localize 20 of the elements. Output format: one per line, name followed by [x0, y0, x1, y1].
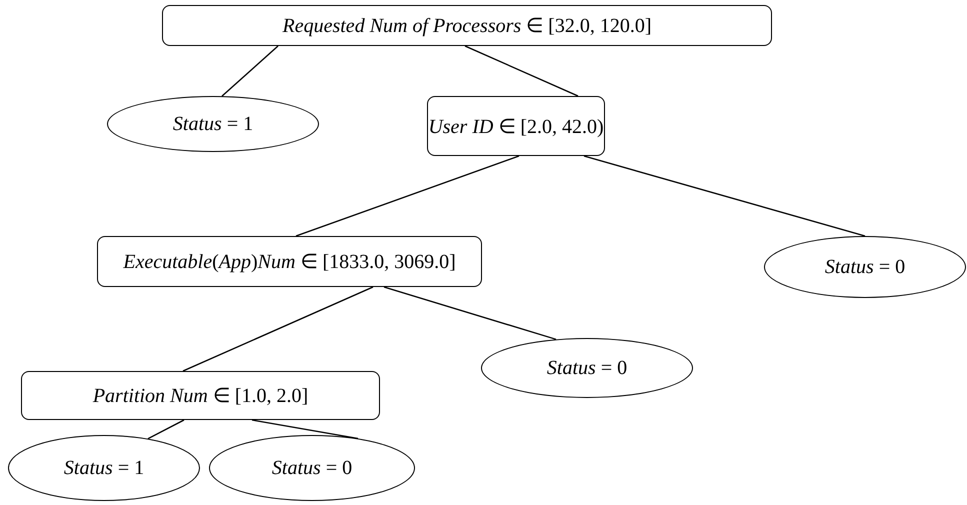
node-label: Status = 0	[546, 356, 628, 380]
connector-line	[222, 46, 278, 97]
node-label: User ID ∈ [2.0, 42.0)	[428, 114, 604, 138]
node-label: Status = 0	[272, 456, 352, 480]
connector-line	[182, 286, 374, 372]
node-label: Requested Num of Processors ∈ [32.0, 120.0]	[282, 14, 652, 38]
connector-line	[384, 286, 556, 340]
connector-line	[296, 155, 520, 237]
decision-box	[97, 236, 482, 287]
node-label: Status = 0	[824, 256, 906, 278]
node-label: Status = 1	[172, 112, 254, 136]
node-label: Partition Num ∈ [1.0, 2.0]	[92, 384, 308, 408]
connector-line	[464, 45, 578, 97]
decision-box	[21, 371, 380, 420]
connector-line	[148, 419, 184, 440]
decision-box	[427, 96, 605, 156]
node-label: Executable(App)Num ∈ [1833.0, 3069.0]	[123, 250, 456, 274]
decision-box	[162, 5, 772, 46]
node-label: Status = 1	[64, 456, 144, 480]
connector-line	[584, 155, 866, 237]
